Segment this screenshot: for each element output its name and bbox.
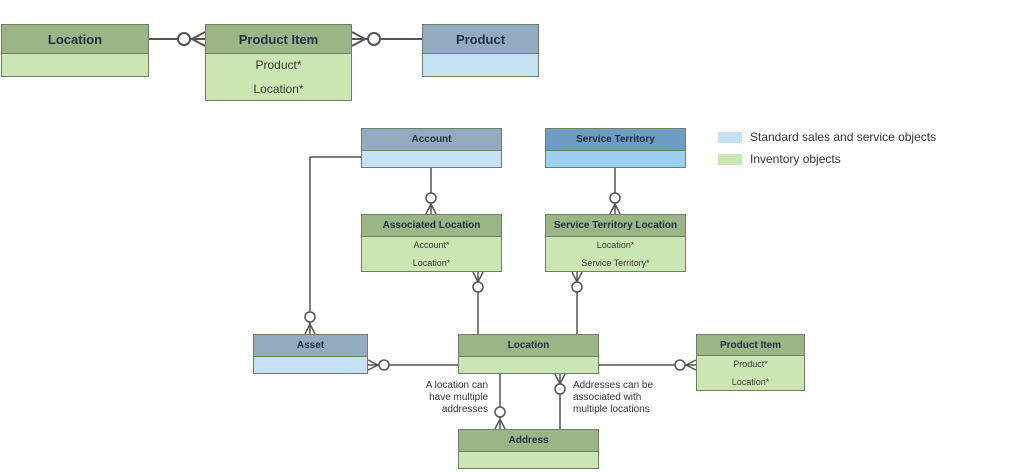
entity-account[interactable]: Account [361,128,502,168]
entity-body: Product* Location* [697,356,804,390]
connector-line [309,156,361,334]
entity-address[interactable]: Address [458,429,599,469]
optional-circle [674,359,686,371]
entity-title: Location [2,25,148,54]
optional-circle [304,311,316,323]
optional-circle [378,359,390,371]
entity-title: Associated Location [362,215,501,237]
entity-service-territory[interactable]: Service Territory [545,128,686,168]
annotation-multiple-addresses: A location can have multiple addresses [416,380,488,416]
optional-circle [177,32,191,46]
optional-circle [609,192,621,204]
entity-body [546,151,685,167]
entity-body: Product* Location* [206,54,351,100]
entity-title: Service Territory [546,129,685,151]
annotation-line: have multiple [429,392,488,403]
legend-swatch-standard [718,131,742,143]
crows-foot [351,31,368,47]
entity-product-item-top[interactable]: Product Item Product* Location* [205,24,352,101]
field-account: Account* [413,240,450,250]
legend-label-standard: Standard sales and service objects [750,130,937,144]
legend-standard: Standard sales and service objects [718,130,936,144]
crows-foot [367,359,380,371]
entity-service-territory-location[interactable]: Service Territory Location Location* Ser… [545,214,686,272]
field-service-territory: Service Territory* [581,258,650,268]
entity-title: Asset [254,335,367,357]
entity-asset[interactable]: Asset [253,334,368,374]
field-location: Location* [253,82,304,96]
entity-title: Product Item [697,335,804,356]
crows-foot [304,322,316,335]
entity-product-top[interactable]: Product [422,24,539,77]
optional-circle [571,281,583,293]
entity-body [459,452,598,468]
entity-product-item[interactable]: Product Item Product* Location* [696,334,805,391]
annotation-line: associated with [573,392,642,403]
entity-body [362,151,501,167]
entity-title: Service Territory Location [546,215,685,237]
entity-body [459,357,598,373]
entity-body [2,54,148,76]
annotation-line: addresses [441,404,488,415]
entity-associated-location[interactable]: Associated Location Account* Location* [361,214,502,272]
optional-circle [472,281,484,293]
crows-foot [425,202,437,215]
entity-title: Product [423,25,538,54]
annotation-line: multiple locations [573,404,650,415]
entity-title: Location [459,335,598,357]
entity-location-main[interactable]: Location [458,334,599,374]
crows-foot [494,417,506,430]
crows-foot [189,31,206,47]
entity-body: Account* Location* [362,237,501,271]
field-product: Product* [255,58,302,72]
field-location: Location* [412,258,451,268]
annotation-line: A location can [425,380,488,391]
entity-body [423,54,538,76]
field-product: Product* [733,359,768,369]
entity-title: Account [362,129,501,151]
field-location: Location* [596,240,635,250]
optional-circle [494,406,506,418]
entity-title: Product Item [206,25,351,54]
legend-swatch-inventory [718,153,742,165]
crows-foot [684,359,697,371]
entity-title: Address [459,430,598,452]
annotation-line: Addresses can be [573,380,654,391]
field-location: Location* [731,377,770,387]
crows-foot [609,202,621,215]
entity-location-top[interactable]: Location [1,24,149,77]
legend-label-inventory: Inventory objects [750,152,841,166]
entity-body: Location* Service Territory* [546,237,685,271]
optional-circle [554,383,566,395]
optional-circle [425,192,437,204]
legend-inventory: Inventory objects [718,152,841,166]
optional-circle [367,32,381,46]
entity-body [254,357,367,373]
annotation-multiple-locations: Addresses can be associated with multipl… [573,380,673,416]
